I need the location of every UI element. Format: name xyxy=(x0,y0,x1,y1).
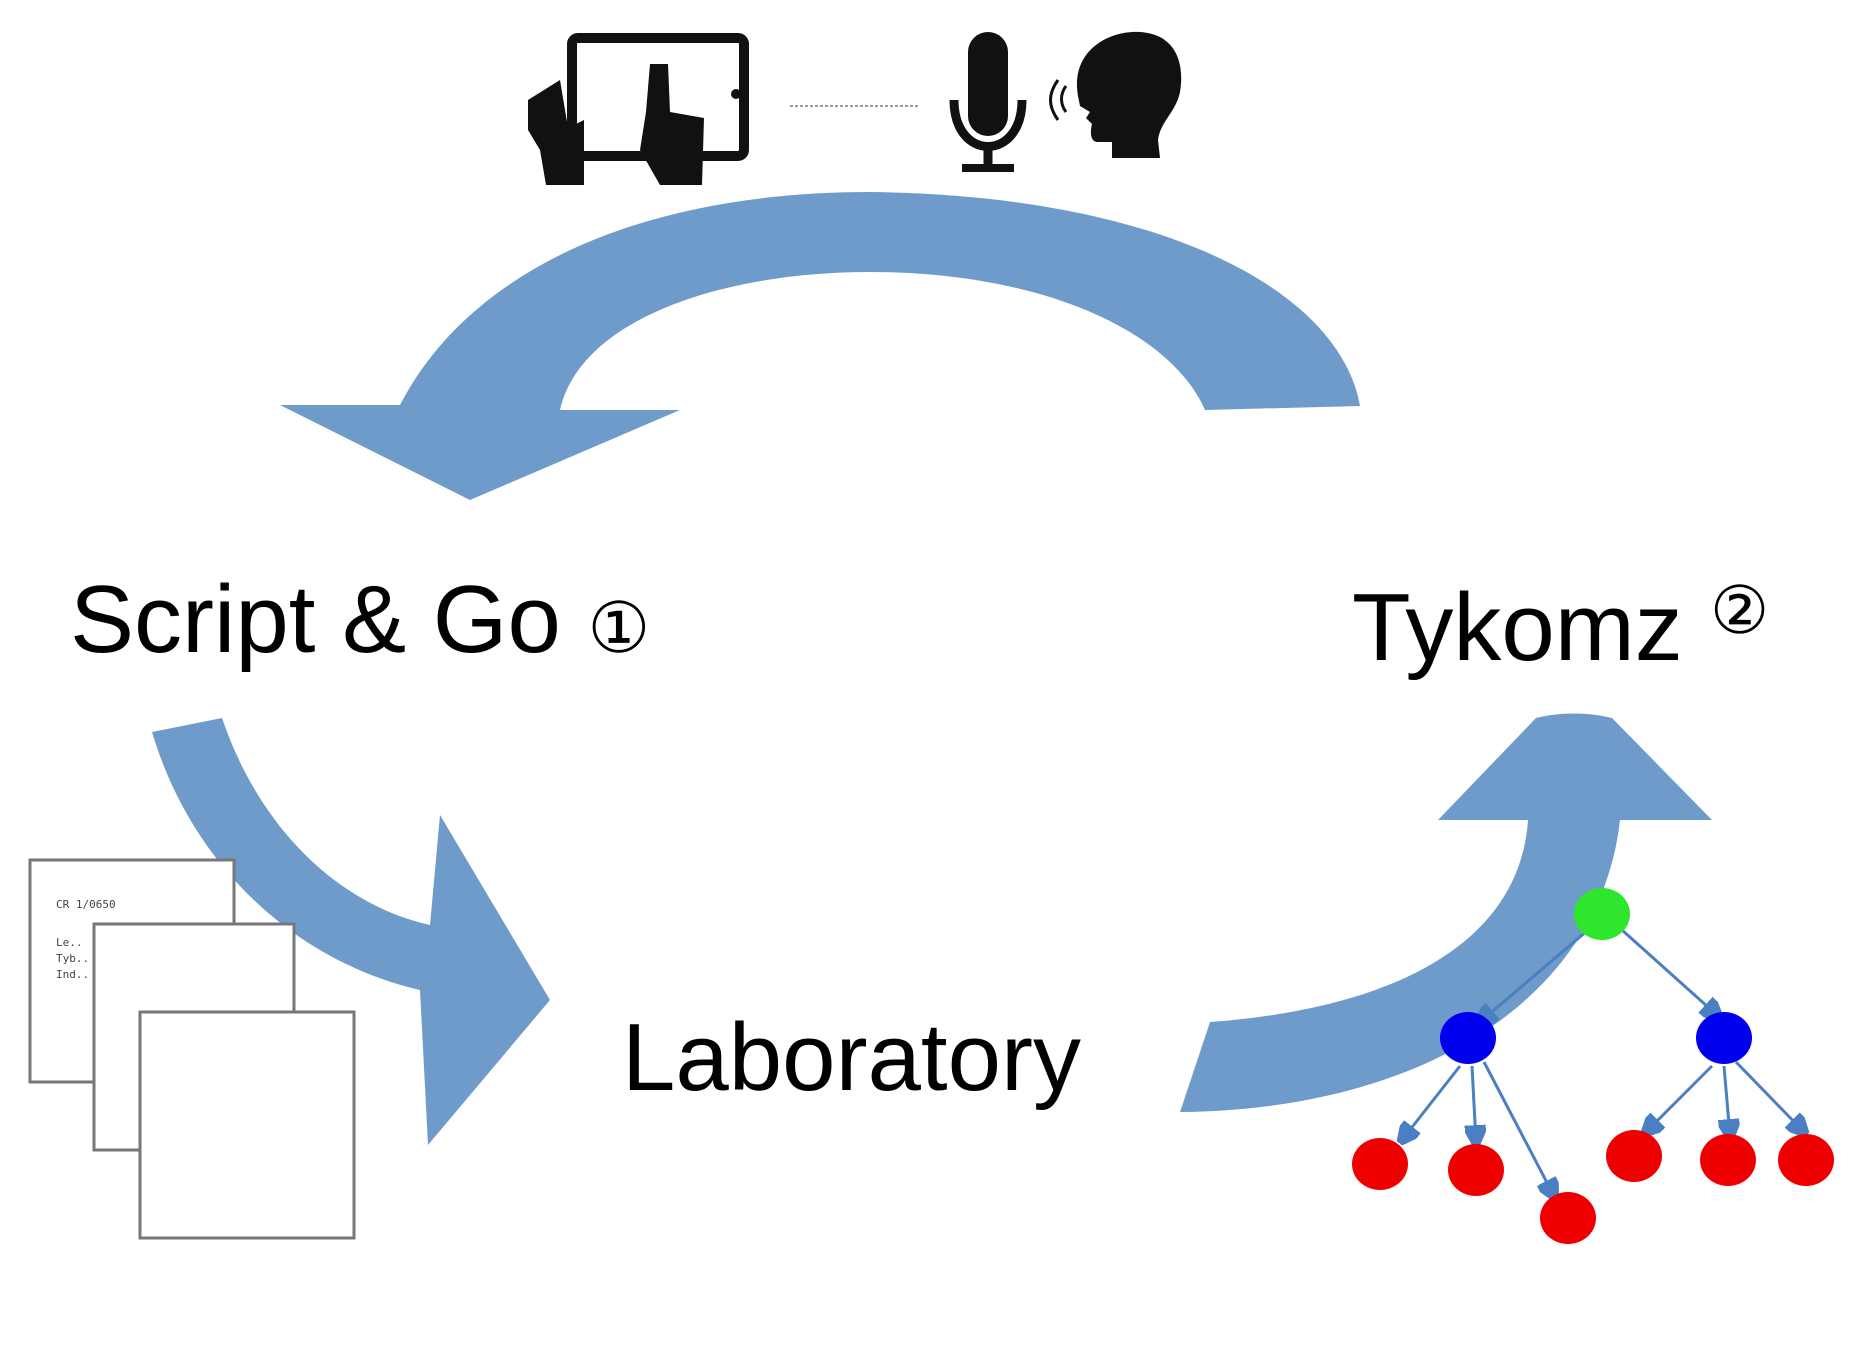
tree-leaf-node xyxy=(1606,1130,1662,1182)
tree-middle-node xyxy=(1440,1012,1496,1064)
tykomz-text: Tykomz xyxy=(1352,574,1683,681)
tree-middle-node xyxy=(1696,1012,1752,1064)
tree-edge xyxy=(1480,928,1589,1022)
speaking-head-icon xyxy=(1049,31,1182,158)
tree-edge xyxy=(1482,1061,1554,1196)
tree-leaf-node xyxy=(1700,1134,1756,1186)
tree-edge xyxy=(1472,1065,1476,1142)
tree-leaf-node xyxy=(1448,1144,1504,1196)
tree-root-node xyxy=(1574,888,1630,940)
document-heading: CR 1/0650 xyxy=(56,898,116,911)
document-line: Ind.. xyxy=(56,968,90,981)
tablet-touch-icon xyxy=(528,33,749,185)
tree-edge xyxy=(1724,1065,1730,1136)
tykomz-number: ② xyxy=(1710,572,1770,649)
laboratory-label: Laboratory xyxy=(622,1010,1081,1106)
tree-leaf-node xyxy=(1540,1192,1596,1244)
lab-to-tykomz-arrow xyxy=(1180,713,1712,1112)
document-line: Tyb.. xyxy=(56,952,90,965)
document-page-front xyxy=(138,1010,356,1240)
script-and-go-label: Script & Go ① xyxy=(70,572,650,668)
microphone-icon xyxy=(949,32,1027,172)
top-cycle-arrow xyxy=(280,192,1360,500)
tree-leaf-node xyxy=(1352,1138,1408,1190)
documents-icon xyxy=(28,858,356,1240)
tree-edge xyxy=(1402,1065,1462,1140)
tykomz-label: Tykomz xyxy=(1352,580,1683,676)
document-line: Le.. xyxy=(56,936,83,949)
tree-nodes xyxy=(1352,888,1834,1244)
script-and-go-text: Script & Go xyxy=(70,566,561,673)
tree-edge xyxy=(1734,1060,1804,1132)
tree-leaf-node xyxy=(1778,1134,1834,1186)
tree-graph-icon xyxy=(1402,928,1804,1196)
script-and-go-number: ① xyxy=(587,587,651,669)
tree-edge xyxy=(1646,1064,1714,1132)
script-to-lab-arrow xyxy=(152,718,550,1145)
tree-edge xyxy=(1620,928,1718,1016)
laboratory-text: Laboratory xyxy=(622,1004,1081,1111)
